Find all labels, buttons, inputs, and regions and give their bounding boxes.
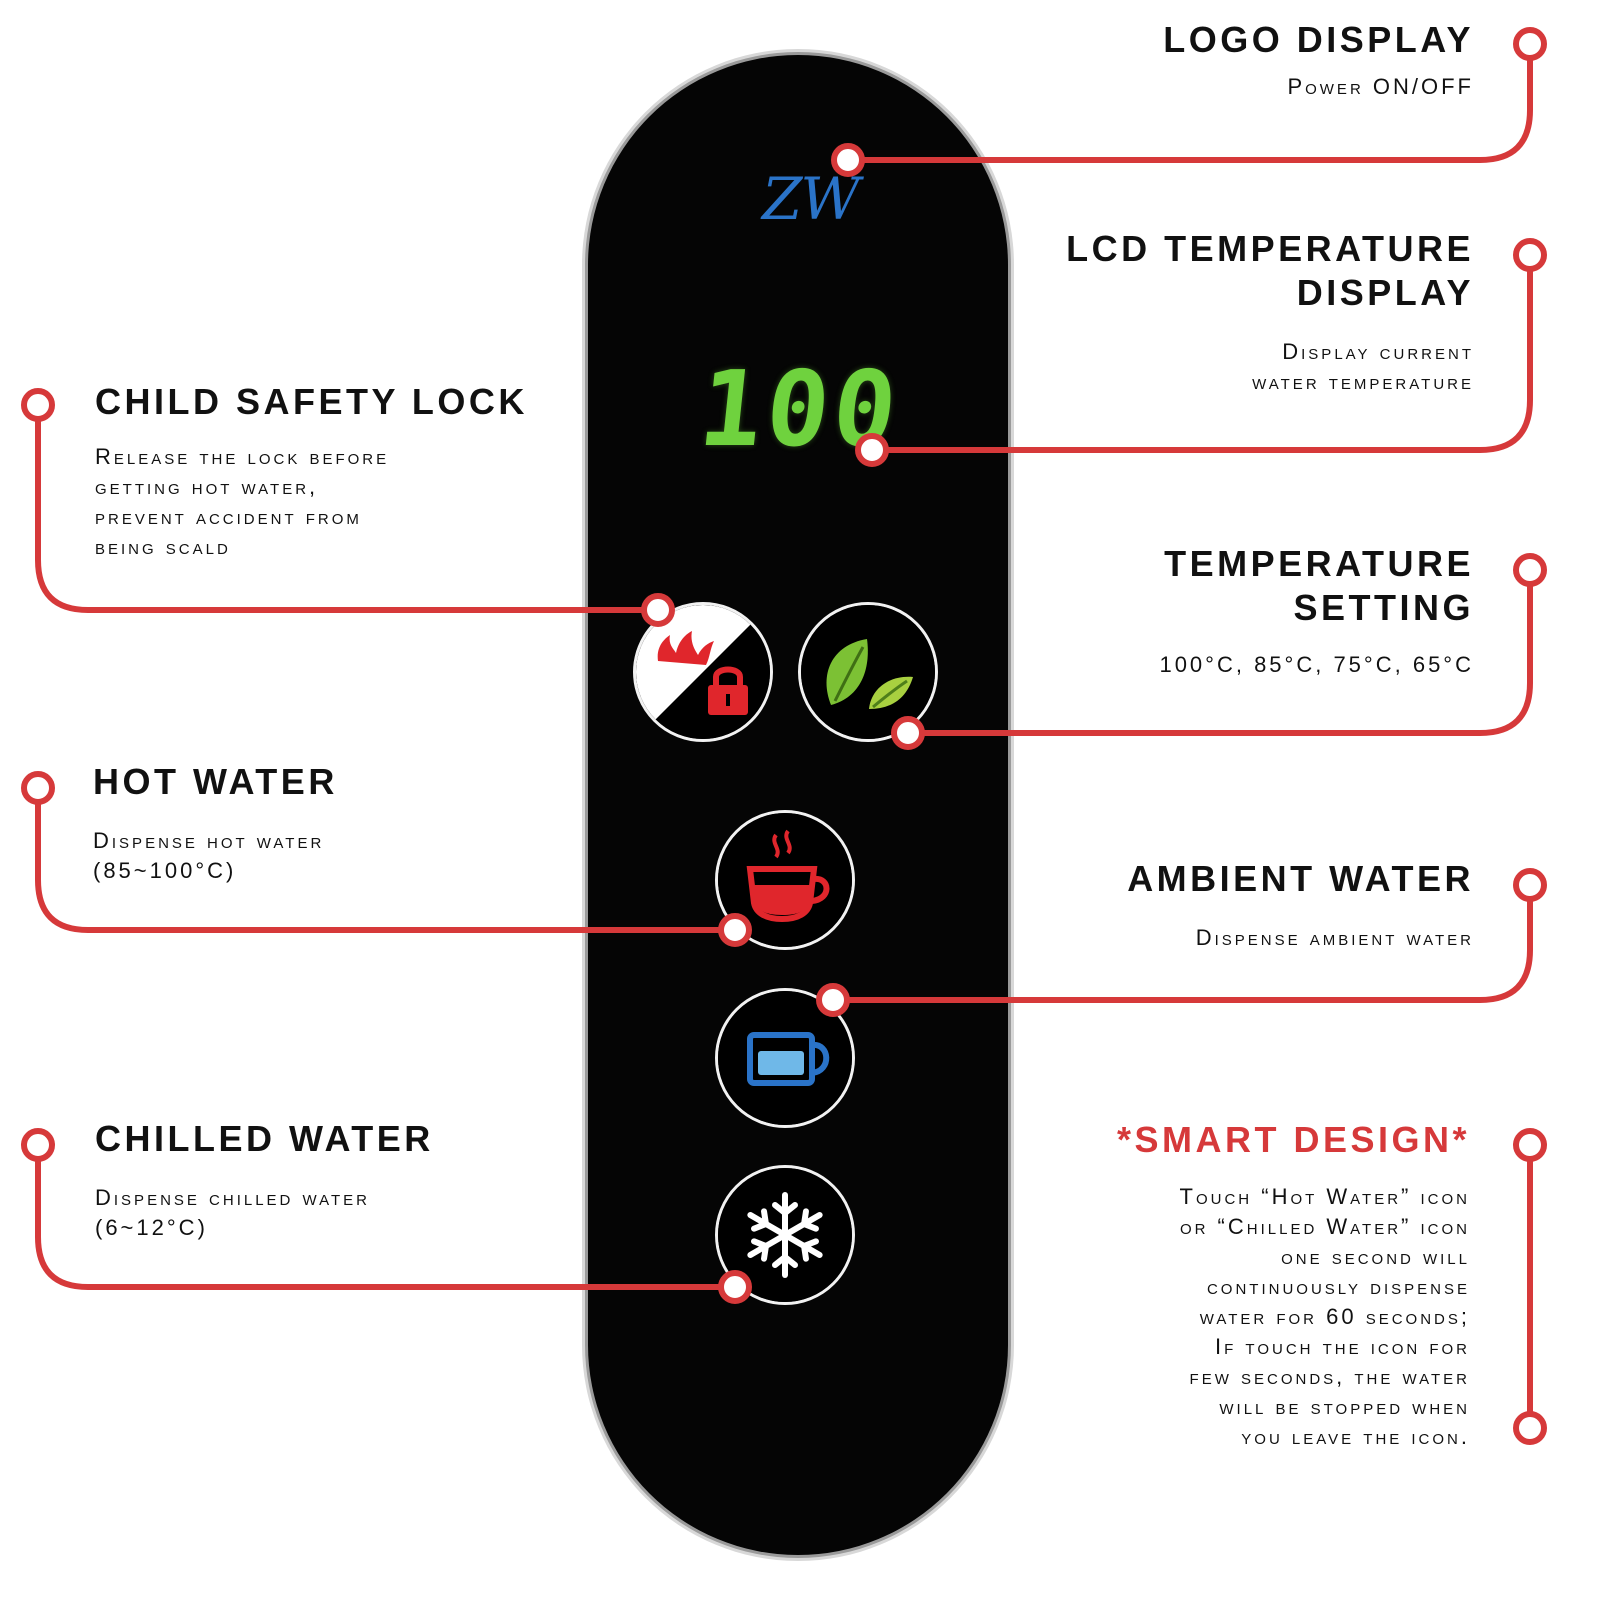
annotation-child-lock: CHILD SAFETY LOCK Release the lock befor… <box>95 380 575 562</box>
annotation-ambient-water: AMBIENT WATER Dispense ambient water <box>954 857 1474 953</box>
endpoint-lcd-inner <box>855 433 889 467</box>
annotation-title: CHILLED WATER <box>95 1118 434 1159</box>
connector-chilled-water <box>35 1145 735 1290</box>
annotation-temperature-setting: TEMPERATURE SETTING 100°C, 85°C, 75°C, 6… <box>974 542 1474 680</box>
annotation-desc-line2: (85~100°C) <box>93 858 237 883</box>
connector-lcd-display <box>872 255 1533 453</box>
annotation-title: CHILD SAFETY LOCK <box>95 381 528 422</box>
connector-logo-display <box>848 44 1533 163</box>
smart-line-1: Touch “Hot Water” icon <box>1179 1184 1470 1209</box>
endpoint-smart-top <box>1513 1128 1547 1162</box>
endpoint-smart-bottom <box>1513 1411 1547 1445</box>
temperature-setting-button[interactable] <box>798 602 938 742</box>
annotation-desc-line1: Dispense hot water <box>93 828 325 853</box>
annotation-desc: Power ON/OFF <box>1287 74 1474 99</box>
annotation-smart-design: *SMART DESIGN* Touch “Hot Water” icon or… <box>950 1118 1470 1452</box>
annotation-desc: Dispense hot water (85~100°C) <box>93 826 573 886</box>
annotation-desc-line2: water temperature <box>1252 369 1474 394</box>
annotation-title-line1: LCD TEMPERATURE <box>1066 228 1474 269</box>
smart-line-4: continuously dispense <box>1206 1274 1470 1299</box>
leaf-icon <box>801 605 935 739</box>
control-panel <box>588 55 1008 1555</box>
annotation-desc: Dispense chilled water (6~12°C) <box>95 1183 575 1243</box>
annotation-title: *SMART DESIGN* <box>1116 1119 1470 1160</box>
annotation-title-line2: DISPLAY <box>1296 272 1474 313</box>
annotation-title-line2: SETTING <box>1293 587 1474 628</box>
annotation-desc: Touch “Hot Water” icon or “Chilled Water… <box>950 1182 1470 1452</box>
endpoint-lock-outer <box>21 388 55 422</box>
smart-line-3: one second will <box>1281 1244 1470 1269</box>
annotation-desc-line4: being scald <box>95 534 231 559</box>
endpoint-hot-outer <box>21 771 55 805</box>
endpoint-ambient-inner <box>816 983 850 1017</box>
connector-temperature-setting <box>908 570 1533 736</box>
connector-child-lock <box>35 405 658 613</box>
smart-line-7: few seconds, the water <box>1189 1364 1470 1389</box>
endpoint-hot-inner <box>718 913 752 947</box>
endpoint-lock-inner <box>641 593 675 627</box>
annotation-desc-line1: Dispense chilled water <box>95 1185 370 1210</box>
endpoint-logo-inner <box>831 143 865 177</box>
endpoint-temp-outer <box>1513 553 1547 587</box>
annotation-desc-line2: getting hot water, <box>95 474 319 499</box>
child-lock-button[interactable] <box>633 602 773 742</box>
annotation-desc: Release the lock before getting hot wate… <box>95 442 575 562</box>
smart-line-2: or “Chilled Water” icon <box>1179 1214 1470 1239</box>
annotation-title: AMBIENT WATER <box>1127 858 1474 899</box>
endpoint-ambient-outer <box>1513 868 1547 902</box>
annotation-desc-line2: (6~12°C) <box>95 1215 208 1240</box>
annotation-desc-line1: Release the lock before <box>95 444 390 469</box>
smart-line-5: water for 60 seconds; <box>1199 1304 1470 1329</box>
annotation-chilled-water: CHILLED WATER Dispense chilled water (6~… <box>95 1117 575 1243</box>
smart-line-6: If touch the icon for <box>1215 1334 1470 1359</box>
endpoint-lcd-outer <box>1513 238 1547 272</box>
annotation-title-line1: TEMPERATURE <box>1164 543 1474 584</box>
annotation-desc-line1: Display current <box>1282 339 1474 364</box>
annotation-desc-line3: prevent accident from <box>95 504 362 529</box>
annotation-desc: Display current water temperature <box>954 337 1474 397</box>
annotation-title: LOGO DISPLAY <box>1163 19 1474 60</box>
smart-line-9: you leave the icon. <box>1241 1424 1470 1449</box>
annotation-lcd-display: LCD TEMPERATURE DISPLAY Display current … <box>954 227 1474 397</box>
connector-hot-water <box>35 788 735 933</box>
annotation-title: HOT WATER <box>93 761 338 802</box>
endpoint-temp-inner <box>891 716 925 750</box>
annotation-desc: 100°C, 85°C, 75°C, 65°C <box>1159 652 1474 677</box>
endpoint-chilled-inner <box>718 1270 752 1304</box>
annotation-desc: Dispense ambient water <box>1195 925 1474 950</box>
endpoint-logo-outer <box>1513 27 1547 61</box>
annotation-logo-display: LOGO DISPLAY Power ON/OFF <box>974 18 1474 102</box>
endpoint-chilled-outer <box>21 1128 55 1162</box>
annotation-hot-water: HOT WATER Dispense hot water (85~100°C) <box>93 760 573 886</box>
smart-line-8: will be stopped when <box>1219 1394 1470 1419</box>
connector-ambient-water <box>833 885 1533 1003</box>
child-lock-icon <box>636 605 770 739</box>
